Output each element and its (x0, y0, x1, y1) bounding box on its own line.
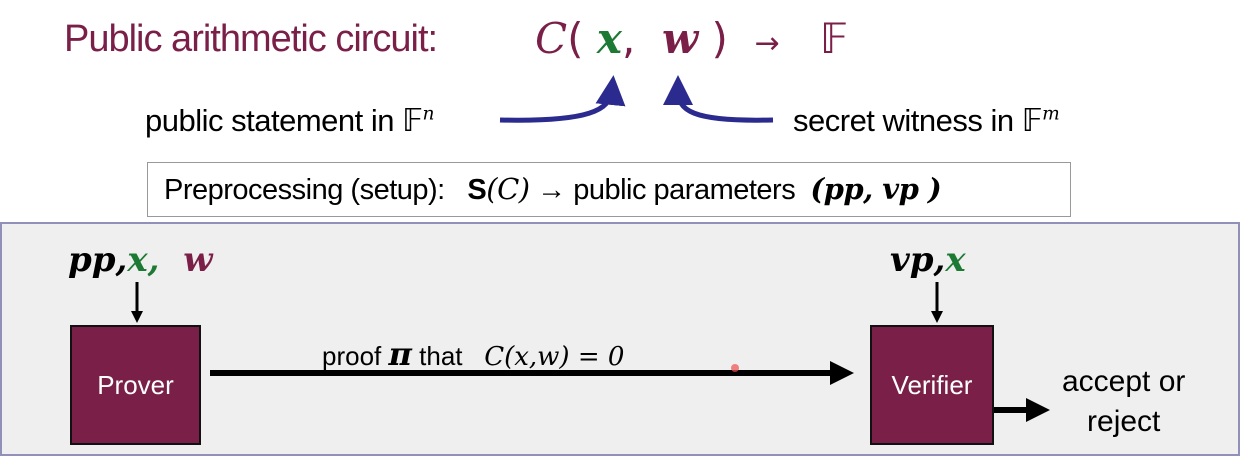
flow-arrows (131, 282, 1050, 422)
verifier-box: Verifier (870, 325, 994, 445)
proof-label: proof π that C(x,w) = 0 (322, 335, 625, 373)
arrow-to-x (499, 75, 626, 123)
preprocessing-box: Preprocessing (setup): S(C) → public par… (147, 162, 1071, 217)
prover-inputs: pp,x, w (68, 240, 213, 280)
secret-witness-label: secret witness in 𝔽m (793, 103, 1060, 138)
verifier-inputs: vp,x (890, 240, 966, 280)
cursor-dot (731, 364, 739, 372)
prover-box: Prover (70, 325, 201, 445)
public-statement-label: public statement in 𝔽n (145, 103, 434, 138)
slide-title: Public arithmetic circuit: (64, 18, 438, 60)
annotation-arrows (499, 75, 774, 123)
arrow-to-w (663, 75, 774, 123)
circuit-formula: C( x, w ) → 𝔽 (535, 14, 849, 63)
